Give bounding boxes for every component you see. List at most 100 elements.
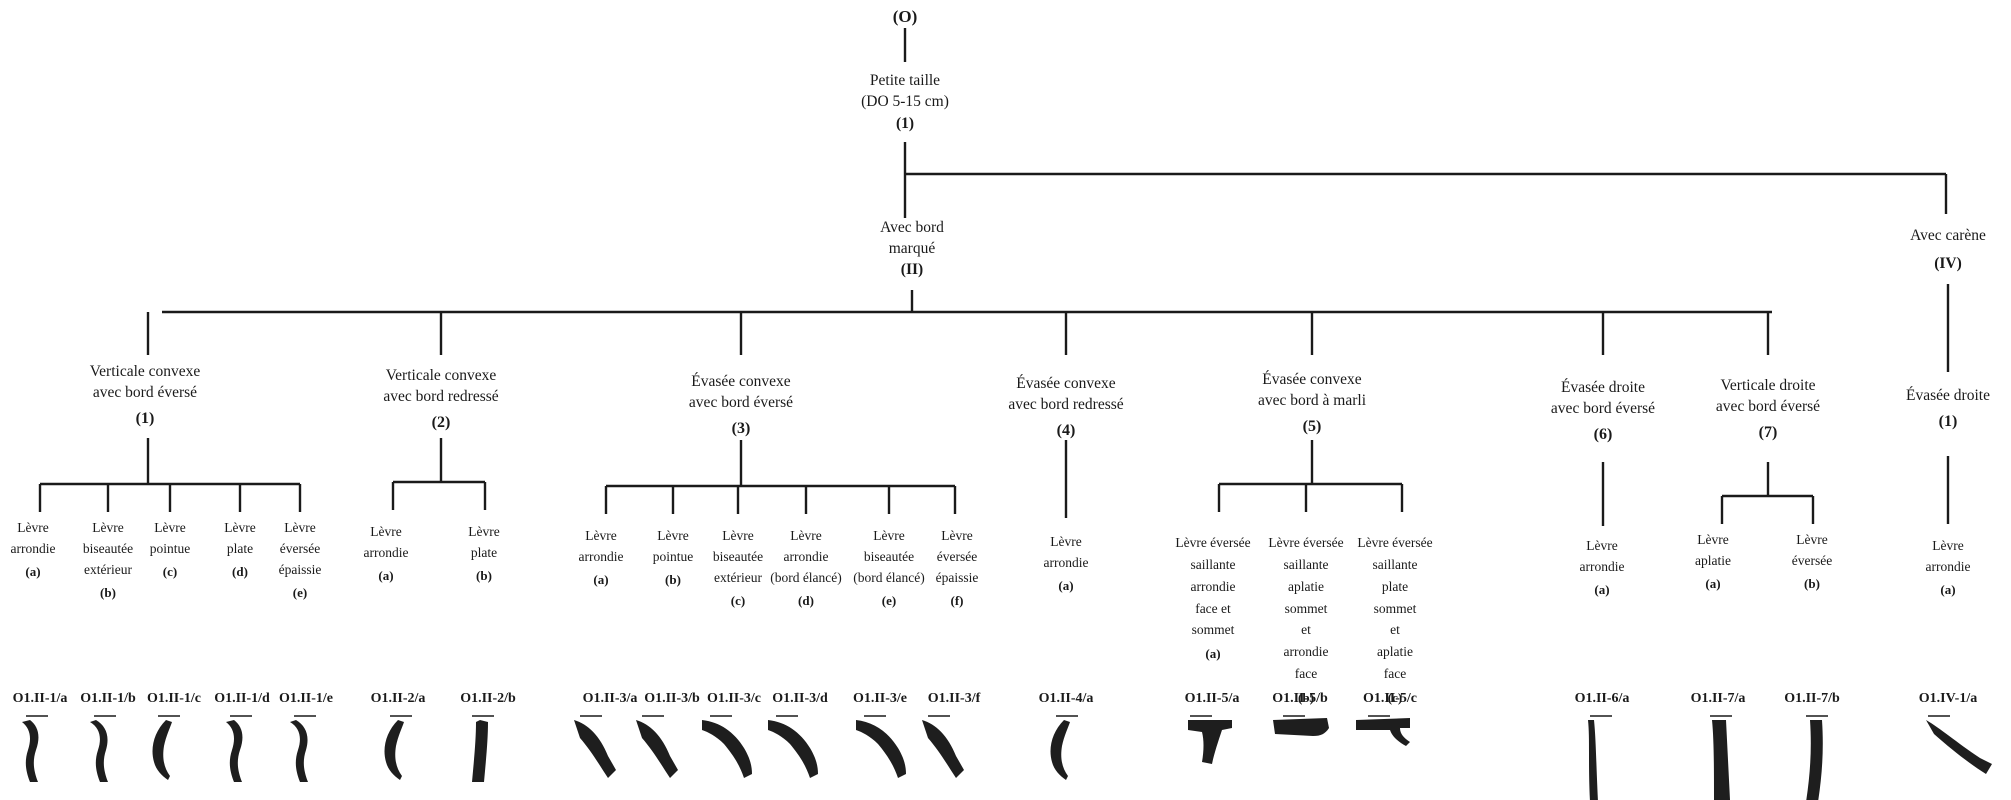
label-line: face xyxy=(1294,666,1318,682)
label-line: Évasée convexe xyxy=(691,373,791,390)
rim-profile-O1.II-4/a xyxy=(1050,720,1070,780)
profile-reference: O1.II-2/a xyxy=(370,691,426,706)
node-avec-carene: Avec carène (IV) xyxy=(1910,226,1986,275)
leaf-node: Lèvre aplatie (a) xyxy=(1695,530,1731,594)
label-line: aplatie xyxy=(1288,578,1324,594)
rim-profile-O1.II-5/b xyxy=(1273,718,1329,736)
label-code: (3) xyxy=(731,419,751,437)
node-line: marqué xyxy=(888,239,936,257)
label-line: Lèvre xyxy=(1586,538,1618,553)
label-code: (5) xyxy=(1302,417,1322,435)
rim-profile-O1.II-5/a xyxy=(1188,720,1232,764)
label-line: éversée xyxy=(1791,552,1833,568)
rim-profile-O1.II-3/b xyxy=(636,720,678,778)
label-line: extérieur xyxy=(84,561,132,577)
label-line: arrondie xyxy=(1190,578,1236,594)
label-line: Lèvre xyxy=(468,524,500,539)
tree-connectors xyxy=(38,28,1950,526)
label-code: (d) xyxy=(798,592,814,608)
rim-profile-drawings xyxy=(22,715,1992,800)
label-line: arrondie xyxy=(1925,558,1971,574)
label-line: arrondie xyxy=(578,548,624,564)
rim-profile-O1.II-5/c xyxy=(1356,718,1410,746)
label-line: saillante xyxy=(1283,556,1329,572)
profile-reference: O1.II-6/a xyxy=(1574,691,1630,706)
rim-profile-O1.II-7/a xyxy=(1712,720,1730,800)
rim-profile-O1.II-1/a xyxy=(22,720,39,782)
label-line: Lèvre xyxy=(722,528,754,543)
rim-profile-O1.II-1/d xyxy=(226,720,243,782)
label-line: Lèvre xyxy=(224,520,256,535)
label-line: et xyxy=(1390,622,1400,638)
label-code: (a) xyxy=(1205,646,1221,662)
label-line: arrondie xyxy=(1283,644,1329,660)
profile-reference: O1.II-7/a xyxy=(1690,691,1746,706)
label-line: avec bord éversé xyxy=(688,393,794,411)
label-line: pointue xyxy=(149,540,191,556)
profile-reference: O1.II-4/a xyxy=(1038,691,1094,706)
node-code: (1) xyxy=(895,114,915,132)
label-line: Lèvre xyxy=(1697,532,1729,547)
label-code: (a) xyxy=(1705,575,1721,591)
label-line: avec bord à marli xyxy=(1257,391,1367,409)
label-line: biseautée xyxy=(863,548,915,564)
label-line: arrondie xyxy=(363,544,409,560)
profile-reference: O1.II-5/c xyxy=(1362,691,1418,706)
label-code: (b) xyxy=(476,567,492,583)
label-line: biseautée xyxy=(82,540,134,556)
label-code: (b) xyxy=(665,571,681,587)
profile-reference: O1.II-7/b xyxy=(1784,691,1840,706)
root-node: (O) xyxy=(893,6,918,28)
label-code: (c) xyxy=(730,592,746,608)
label-line: aplatie xyxy=(1695,552,1731,568)
profile-reference: O1.II-1/c xyxy=(146,691,202,706)
label-line: Évasée convexe xyxy=(1016,375,1116,392)
rim-profile-O1.II-1/e xyxy=(290,720,308,782)
label-line: Évasée convexe xyxy=(1262,371,1362,388)
label-line: sommet xyxy=(1284,600,1328,616)
rim-profile-O1.IV-1/a xyxy=(1926,720,1992,774)
label-line: Lèvre xyxy=(1796,532,1828,547)
label-line: Lèvre xyxy=(1050,534,1082,549)
label-line: Lèvre xyxy=(1932,538,1964,553)
label-line: avec bord éversé xyxy=(1715,397,1821,415)
rim-profile-O1.II-7/b xyxy=(1806,720,1823,800)
label-line: face et xyxy=(1195,600,1231,616)
profile-reference: O1.II-5/b xyxy=(1272,691,1328,706)
label-line: arrondie xyxy=(10,540,56,556)
branch-node-3: Évasée convexe avec bord éversé (3) xyxy=(689,372,793,439)
rim-profile-O1.II-1/c xyxy=(152,720,172,780)
label-line: sommet xyxy=(1191,622,1235,638)
label-line: extérieur xyxy=(714,569,762,585)
profile-reference: O1.II-3/c xyxy=(706,691,762,706)
label-line: avec bord redressé xyxy=(383,387,499,405)
label-line: (bord élancé) xyxy=(853,569,925,585)
label-line: Évasée droite xyxy=(1906,387,1990,404)
label-line: arrondie xyxy=(1043,554,1089,570)
label-code: (a) xyxy=(1058,577,1074,593)
branch-node-8: Évasée droite(1) xyxy=(1906,386,1990,433)
label-code: (a) xyxy=(1594,581,1610,597)
label-code: (b) xyxy=(1298,690,1314,706)
label-line: Lèvre xyxy=(17,520,49,535)
label-code: (4) xyxy=(1056,421,1076,439)
label-code: (2) xyxy=(431,413,451,431)
label-line: saillante xyxy=(1190,556,1236,572)
label-line: Évasée droite xyxy=(1561,379,1645,396)
node-line: Petite taille xyxy=(869,72,941,89)
profile-reference: O1.II-3/d xyxy=(772,691,828,706)
root-code: (O) xyxy=(892,7,918,26)
label-code: (c) xyxy=(1387,690,1403,706)
label-line: Lèvre xyxy=(92,520,124,535)
